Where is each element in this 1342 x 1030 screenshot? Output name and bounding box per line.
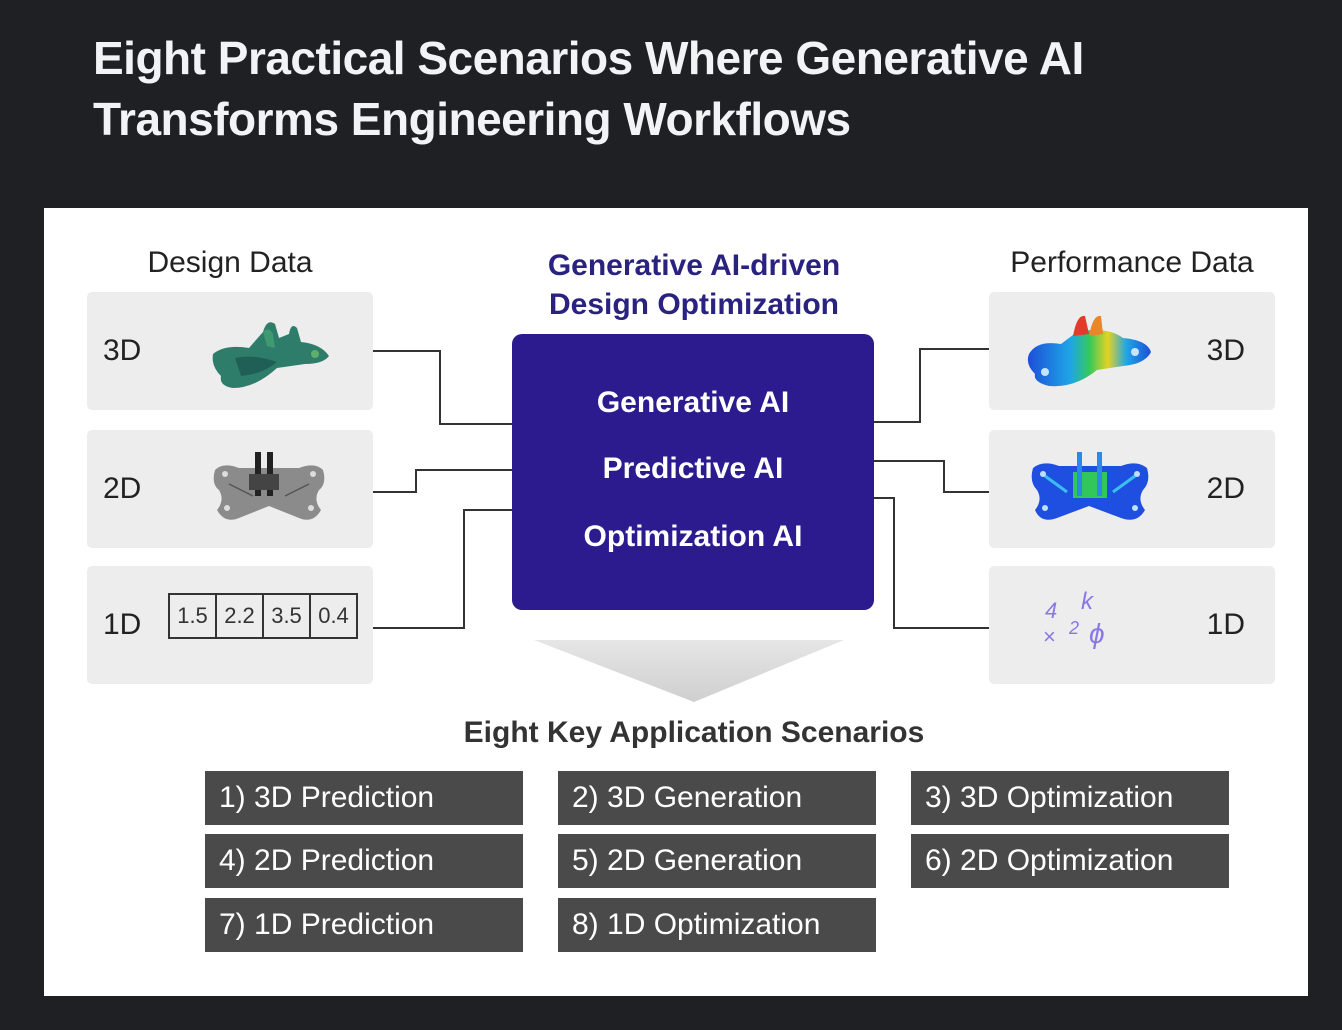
page-title-line-2: Transforms Engineering Workflows (93, 93, 851, 145)
connector-lines (372, 348, 989, 702)
design-label-1d: 1D (103, 608, 142, 641)
value-cell: 1.5 (170, 595, 217, 637)
stress-contour-2d-icon (1031, 452, 1149, 520)
design-data-heading: Design Data (147, 246, 313, 279)
page-title: Eight Practical Scenarios Where Generati… (93, 28, 1243, 150)
performance-panel-1d: 4 k × 2 ϕ 1D (989, 566, 1275, 684)
performance-panel-2d: 2D (989, 430, 1275, 548)
value-cell: 2.2 (217, 595, 264, 637)
value-cell: 3.5 (264, 595, 311, 637)
scenario-2-3d-generation: 2) 3D Generation (558, 771, 876, 825)
performance-label-3d: 3D (1206, 334, 1245, 367)
scenario-6-2d-optimization: 6) 2D Optimization (911, 834, 1229, 888)
scenario-3-3d-optimization: 3) 3D Optimization (911, 771, 1229, 825)
symbol-four: 4 (1045, 598, 1058, 623)
connector-3d-right (874, 348, 989, 423)
green-3d-bracket-icon (212, 322, 329, 388)
scenario-4-2d-prediction: 4) 2D Prediction (205, 834, 523, 888)
scalar-symbols-icon: 4 k × 2 ϕ (1035, 582, 1115, 662)
connector-1d-right (874, 497, 989, 629)
performance-data-heading: Performance Data (1010, 246, 1254, 279)
performance-label-1d: 1D (1206, 608, 1245, 641)
connector-2d-right (874, 460, 989, 493)
connector-1d-left (372, 509, 512, 629)
connector-2d-left (372, 469, 512, 493)
symbol-phi: ϕ (1089, 618, 1105, 649)
symbol-times: × (1043, 624, 1056, 649)
center-heading-line-2: Design Optimization (548, 288, 839, 321)
center-heading-line-1: Generative AI-driven (547, 249, 841, 282)
optimization-ai-label: Optimization AI (583, 520, 803, 553)
symbol-two: 2 (1069, 618, 1080, 638)
down-arrow-icon (534, 640, 844, 702)
center-heading: Generative AI-driven Design Optimization (484, 246, 904, 324)
design-panel-2d: 2D (87, 430, 373, 548)
value-table: 1.5 2.2 3.5 0.4 (168, 593, 358, 639)
connector-3d-left (372, 350, 512, 425)
value-cell: 0.4 (318, 603, 349, 628)
generative-ai-label: Generative AI (596, 386, 790, 419)
symbol-k: k (1081, 588, 1093, 615)
scenarios-heading: Eight Key Application Scenarios (463, 716, 925, 749)
design-panel-1d: 1D 1.5 2.2 3.5 0.4 (87, 566, 373, 684)
gray-2d-bracket-icon (213, 452, 325, 520)
predictive-ai-label: Predictive AI (602, 452, 784, 485)
scenario-7-1d-prediction: 7) 1D Prediction (205, 898, 523, 952)
performance-label-2d: 2D (1206, 472, 1245, 505)
page-title-line-1: Eight Practical Scenarios Where Generati… (93, 32, 1084, 84)
scenario-5-2d-generation: 5) 2D Generation (558, 834, 876, 888)
ai-core-box: Generative AI Predictive AI Optimization… (512, 334, 874, 610)
diagram-figure: Design Data Performance Data Generative … (44, 208, 1308, 996)
stress-contour-3d-icon (1027, 315, 1151, 387)
scenario-1-3d-prediction: 1) 3D Prediction (205, 771, 523, 825)
scenario-8-1d-optimization: 8) 1D Optimization (558, 898, 876, 952)
design-label-2d: 2D (103, 472, 142, 505)
performance-panel-3d: 3D (989, 292, 1275, 410)
design-panel-3d: 3D (87, 292, 373, 410)
design-label-3d: 3D (103, 334, 142, 367)
